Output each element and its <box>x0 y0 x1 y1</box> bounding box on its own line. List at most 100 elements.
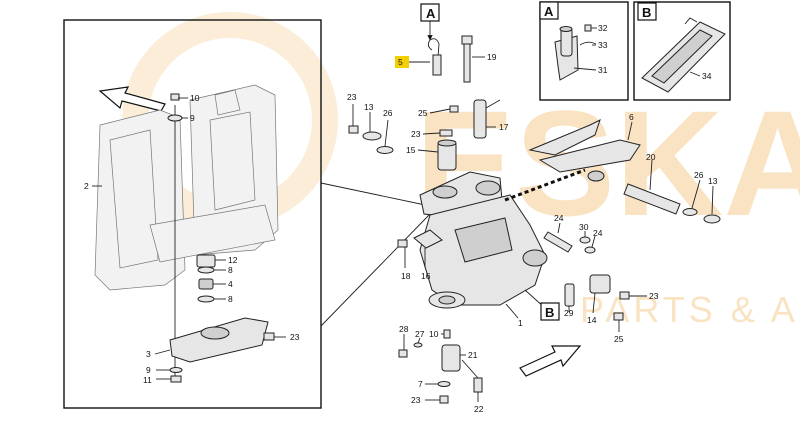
callout-16: 16 <box>421 271 431 281</box>
swing-frame-window <box>454 217 513 263</box>
bolt-18 <box>397 239 408 248</box>
bolt-22 <box>473 377 483 393</box>
view-a-label: A <box>426 6 436 21</box>
linkage-dashed-line <box>504 168 586 202</box>
main-assembly: A <box>347 3 721 414</box>
callout-23-b: 23 <box>411 129 421 139</box>
link-6-eye <box>587 170 605 182</box>
direction-arrow-main-icon <box>519 345 582 377</box>
callout-14: 14 <box>587 315 597 325</box>
pin-24-a <box>543 231 573 253</box>
inset-nut-11 <box>170 375 182 383</box>
bushing-30 <box>579 236 591 244</box>
callout-17: 17 <box>499 122 509 132</box>
inset-ring-8a <box>197 266 215 274</box>
callout-34: 34 <box>702 71 712 81</box>
inset-washer-top <box>167 114 183 122</box>
detail-a-pin <box>560 27 573 57</box>
callout-26-b: 26 <box>694 170 704 180</box>
detail-b-panel: B 34 <box>633 1 731 101</box>
callout-2: 2 <box>84 181 89 191</box>
ring-13-right <box>703 214 721 224</box>
callout-21: 21 <box>468 350 478 360</box>
inset-bushing-4 <box>198 278 214 290</box>
callout-8b: 8 <box>228 294 233 304</box>
washer-7 <box>437 381 451 387</box>
frame-body <box>94 84 279 291</box>
bushing-15-top <box>437 139 457 147</box>
callout-3: 3 <box>146 349 151 359</box>
inset-frame-group: 10 9 2 12 8 4 8 23 3 9 11 <box>63 19 431 409</box>
callout-30: 30 <box>579 222 589 232</box>
callout-27: 27 <box>415 329 425 339</box>
part-5-body <box>432 54 442 76</box>
swing-frame-lower-bore <box>438 295 456 305</box>
pin-21 <box>441 344 461 372</box>
bolt-23-upper <box>348 125 359 134</box>
inset-plate-3 <box>169 317 269 363</box>
callout-25-b: 25 <box>614 334 624 344</box>
callout-15: 15 <box>406 145 416 155</box>
callout-28: 28 <box>399 324 409 334</box>
callout-23-inset: 23 <box>290 332 300 342</box>
callout-22: 22 <box>474 404 484 414</box>
callout-9-bottom: 9 <box>146 365 151 375</box>
callout-24-b: 24 <box>593 228 603 238</box>
swing-frame-eye <box>522 249 548 267</box>
projection-line-bottom <box>320 213 431 327</box>
callout-23-a: 23 <box>347 92 357 102</box>
detail-b-plate-groove <box>651 29 713 84</box>
view-b-box <box>540 302 560 321</box>
callout-1: 1 <box>518 318 523 328</box>
pin-17 <box>473 99 487 139</box>
link-6-lower <box>538 139 641 173</box>
inset-washer-9 <box>169 367 183 373</box>
detail-a-bolt-32 <box>584 24 592 32</box>
bolt-23-right <box>619 291 630 300</box>
bolt-23-lower <box>439 395 449 404</box>
plate-16 <box>413 229 443 249</box>
detail-a-label: A <box>544 4 554 19</box>
bolt-25-lower <box>613 312 624 321</box>
callout-18: 18 <box>401 271 411 281</box>
upper-bracket-hole-right <box>475 180 501 196</box>
projection-line-top <box>320 182 431 207</box>
ring-13-upper <box>362 131 382 141</box>
link-6-upper <box>528 119 601 156</box>
detail-b-box <box>637 2 657 21</box>
bolt-10-lower <box>443 329 451 339</box>
callout-10: 10 <box>190 93 200 103</box>
callout-26-a: 26 <box>383 108 393 118</box>
callout-6: 6 <box>629 112 634 122</box>
wire-17 <box>485 99 501 109</box>
callout-29: 29 <box>564 308 574 318</box>
callout-10-lower: 10 <box>429 329 439 339</box>
callout-23-c: 23 <box>649 291 659 301</box>
callout-7: 7 <box>418 379 423 389</box>
detail-b-tab <box>684 17 698 25</box>
view-b-label: B <box>545 305 554 320</box>
detail-b-label: B <box>642 5 651 20</box>
callout-32: 32 <box>598 23 608 33</box>
upper-bracket-hole-left <box>432 185 458 199</box>
main-callouts: 5 19 23 13 26 25 23 17 15 18 16 24 30 24… <box>347 52 718 414</box>
callout-20: 20 <box>646 152 656 162</box>
inset-bushing-12 <box>196 254 216 268</box>
callout-8a: 8 <box>228 265 233 275</box>
leader-22-link <box>461 359 479 379</box>
callout-5-highlight <box>395 56 409 68</box>
bushing-24-b <box>584 246 596 254</box>
inset-ring-8b <box>197 295 215 303</box>
inset-plate-hole <box>200 326 230 340</box>
ring-26-upper <box>376 146 394 154</box>
watermark-sub: PARTS & ALYS <box>580 289 800 330</box>
pin-29 <box>564 283 575 307</box>
callout-19: 19 <box>487 52 497 62</box>
callout-12: 12 <box>228 255 238 265</box>
detail-a-clip <box>579 41 597 46</box>
detail-a-panel: A 32 33 31 <box>539 1 629 101</box>
callout-31: 31 <box>598 65 608 75</box>
part-23-small <box>439 129 453 137</box>
callout-23-d: 23 <box>411 395 421 405</box>
